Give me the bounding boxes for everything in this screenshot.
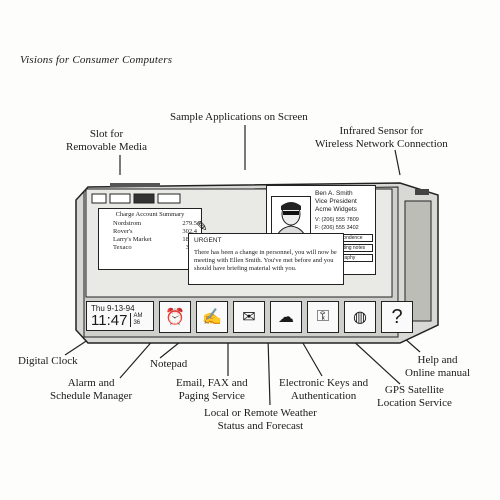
contact-phone-fax: F: (206) 555 3402 [315, 225, 359, 231]
key-icon[interactable]: ⚿ [307, 301, 339, 333]
contact-title: Vice President [315, 198, 357, 205]
callout-slot-line1: Slot for [89, 128, 124, 140]
charge-row-name: Larry's Market [113, 236, 152, 243]
charge-row: Rover's 302.4 [103, 228, 197, 236]
callout-infrared-line2: Wireless Network Connection [315, 138, 448, 150]
leader-infrared [394, 149, 401, 176]
urgent-heading: URGENT [194, 237, 222, 244]
callout-slot: Slot for Removable Media [66, 128, 147, 154]
callout-email-line2: Paging Service [178, 390, 245, 402]
digital-clock[interactable]: Thu 9-13-94 11:47 AM 36 [86, 301, 154, 331]
clock-seconds: 36 [133, 320, 141, 326]
clock-date: Thu 9-13-94 [91, 304, 135, 313]
callout-digital-clock: Digital Clock [18, 355, 78, 367]
callout-help-line2: Online manual [405, 367, 471, 379]
urgent-message-card[interactable]: URGENT There has been a change in person… [188, 233, 344, 285]
callout-keys-line2: Authentication [290, 390, 357, 402]
charge-row-name: Nordstrom [113, 220, 142, 227]
callout-email-line1: Email, FAX and [176, 377, 248, 389]
leader-weather [267, 337, 271, 406]
callout-weather-line1: Local or Remote Weather [204, 407, 317, 419]
media-slot [110, 183, 160, 187]
contact-card[interactable]: Ben A. Smith Vice President Acme Widgets… [266, 185, 376, 275]
charge-account-title: Charge Account Summary [115, 211, 185, 218]
charge-row-name: Texaco [113, 244, 132, 251]
contact-phone-voice: V: (206) 555 7809 [315, 217, 359, 223]
callout-sample-applications: Sample Applications on Screen [170, 111, 308, 123]
callout-alarm: Alarm and Schedule Manager [50, 377, 132, 403]
callout-notepad: Notepad [150, 358, 188, 370]
alarm-clock-icon[interactable]: ⏰ [159, 301, 191, 333]
charge-row-amount: 302.4 [182, 228, 197, 235]
charge-row-name: Rover's [113, 228, 133, 235]
callout-infrared: Infrared Sensor for Wireless Network Con… [315, 125, 448, 151]
contact-company: Acme Widgets [315, 206, 357, 213]
leader-keys [299, 337, 323, 377]
callout-help-line1: Help and [417, 354, 458, 366]
callout-gps-line1: GPS Satellite [384, 384, 444, 396]
pen-cursor-icon: ✎ [196, 220, 208, 235]
charge-row: Nordstrom 279.5 [103, 220, 197, 228]
urgent-message-text: There has been a change in personnel, yo… [194, 249, 337, 272]
infrared-sensor [415, 189, 429, 195]
contact-name: Ben A. Smith [315, 190, 353, 197]
leader-alarm [119, 337, 156, 379]
callout-infrared-line1: Infrared Sensor for [339, 125, 424, 137]
callout-gps: GPS Satellite Location Service [377, 384, 452, 410]
envelope-icon[interactable]: ✉ [233, 301, 265, 333]
callout-gps-line2: Location Service [377, 397, 452, 409]
callout-help: Help and Online manual [405, 354, 470, 380]
globe-icon[interactable]: ◍ [344, 301, 376, 333]
clock-ampm: AM [133, 313, 143, 319]
callout-weather-line2: Status and Forecast [217, 420, 304, 432]
leader-gps [349, 337, 401, 385]
callout-email: Email, FAX and Paging Service [176, 377, 248, 403]
callout-alarm-line1: Alarm and [67, 377, 115, 389]
help-question-icon[interactable]: ? [381, 301, 413, 333]
charge-row: Texaco32.0 [103, 244, 197, 252]
callout-alarm-line2: Schedule Manager [50, 390, 133, 402]
charge-row-amount: 279.5 [182, 220, 197, 227]
mini-icon-strip [91, 193, 181, 204]
callout-slot-line2: Removable Media [66, 141, 147, 153]
clock-time: 11:47 [91, 312, 128, 329]
weather-cloud-icon[interactable]: ☁ [270, 301, 302, 333]
notepad-icon[interactable]: ✍ [196, 301, 228, 333]
charge-row: Larry's Market189.2 [103, 236, 197, 244]
callout-keys-line1: Electronic Keys and [279, 377, 369, 389]
page-header: Visions for Consumer Computers [20, 54, 173, 66]
callout-keys: Electronic Keys and Authentication [279, 377, 368, 403]
app-tray: Thu 9-13-94 11:47 AM 36 ⏰ ✍ ✉ ☁ ⚿ ◍ ? [86, 301, 418, 333]
callout-weather: Local or Remote Weather Status and Forec… [204, 407, 317, 433]
